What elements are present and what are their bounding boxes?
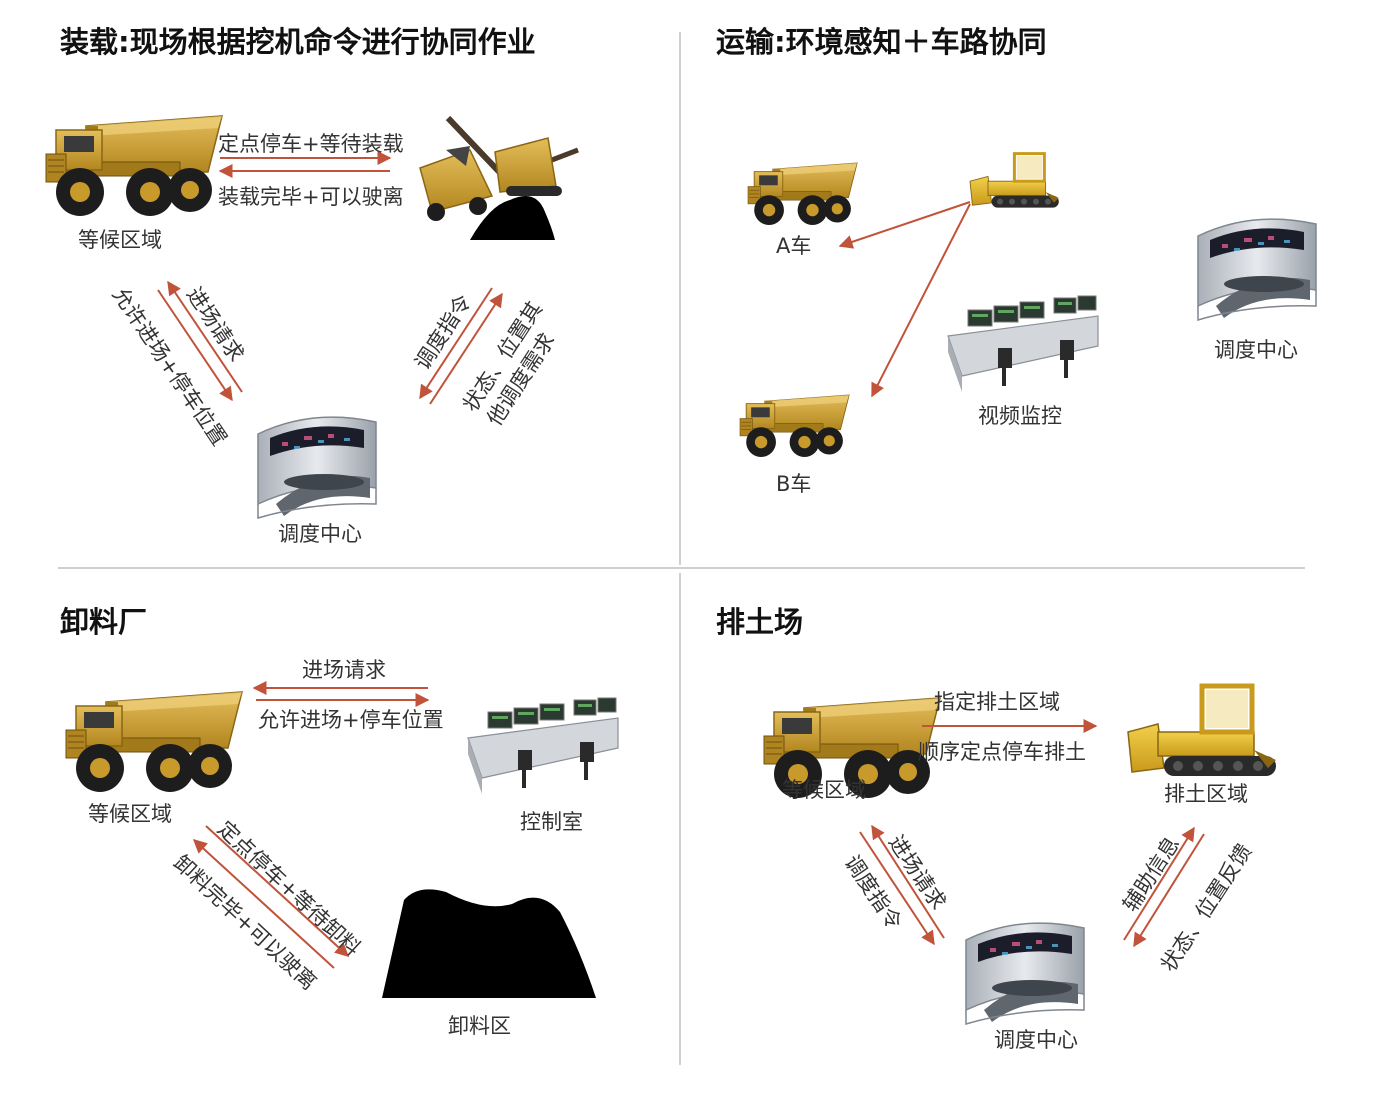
label-video-monitoring: 视频监控 [978, 404, 1062, 428]
panel-title-loading: 装载:现场根据挖机命令进行协同作业 [60, 25, 536, 59]
label-control-room: 控制室 [520, 810, 583, 834]
panel3-graphics [65, 681, 619, 998]
label-dispatch-center: 调度中心 [1214, 338, 1298, 362]
truck-a-icon [747, 162, 858, 226]
label-allow-entry-stop-position: 允许进场+停车位置 [258, 708, 444, 732]
label-truck-b: B车 [776, 472, 812, 496]
label-truck-a: A车 [776, 234, 812, 258]
dispatch-center-icon [1197, 218, 1317, 321]
label-dispatch-center: 调度中心 [994, 1028, 1078, 1052]
dump-truck-icon [45, 115, 223, 217]
bulldozer-icon [968, 152, 1061, 210]
dispatch-center-icon [257, 416, 377, 519]
label-waiting-area: 等候区域 [782, 778, 866, 802]
truck-b-icon [739, 394, 850, 458]
video-monitor-desk-icon [947, 295, 1099, 393]
ore-pile-icon [470, 196, 555, 240]
label-assign-dump-area: 指定排土区域 [934, 690, 1060, 714]
unload-pile-icon [382, 889, 596, 998]
panel2-graphics [739, 152, 1317, 458]
panel1-graphics [45, 115, 579, 519]
bulldozer-icon [1128, 686, 1276, 776]
panel-title-transport: 运输:环境感知＋车路协同 [716, 25, 1047, 59]
label-fixed-stop-wait-load: 定点停车+等待装载 [218, 132, 404, 156]
label-entry-request: 进场请求 [302, 658, 386, 682]
panel-title-unloading-plant: 卸料厂 [60, 605, 148, 639]
dump-truck-icon [65, 691, 243, 793]
excavator-icon [419, 115, 579, 221]
label-waiting-area: 等候区域 [88, 802, 172, 826]
dispatch-center-icon [965, 922, 1085, 1025]
label-dispatch-center: 调度中心 [278, 522, 362, 546]
quadrant-dividers [58, 32, 1305, 1065]
label-load-done-leave: 装载完毕+可以驶离 [218, 185, 404, 209]
control-room-desk-icon [467, 697, 619, 795]
label-dump-area: 排土区域 [1164, 782, 1248, 806]
label-sequential-stop-dump: 顺序定点停车排土 [918, 740, 1086, 764]
label-unload-area: 卸料区 [448, 1014, 511, 1038]
label-waiting-area: 等候区域 [78, 228, 162, 252]
panel-title-dump-site: 排土场 [716, 605, 804, 639]
panel4-graphics [763, 686, 1276, 1025]
